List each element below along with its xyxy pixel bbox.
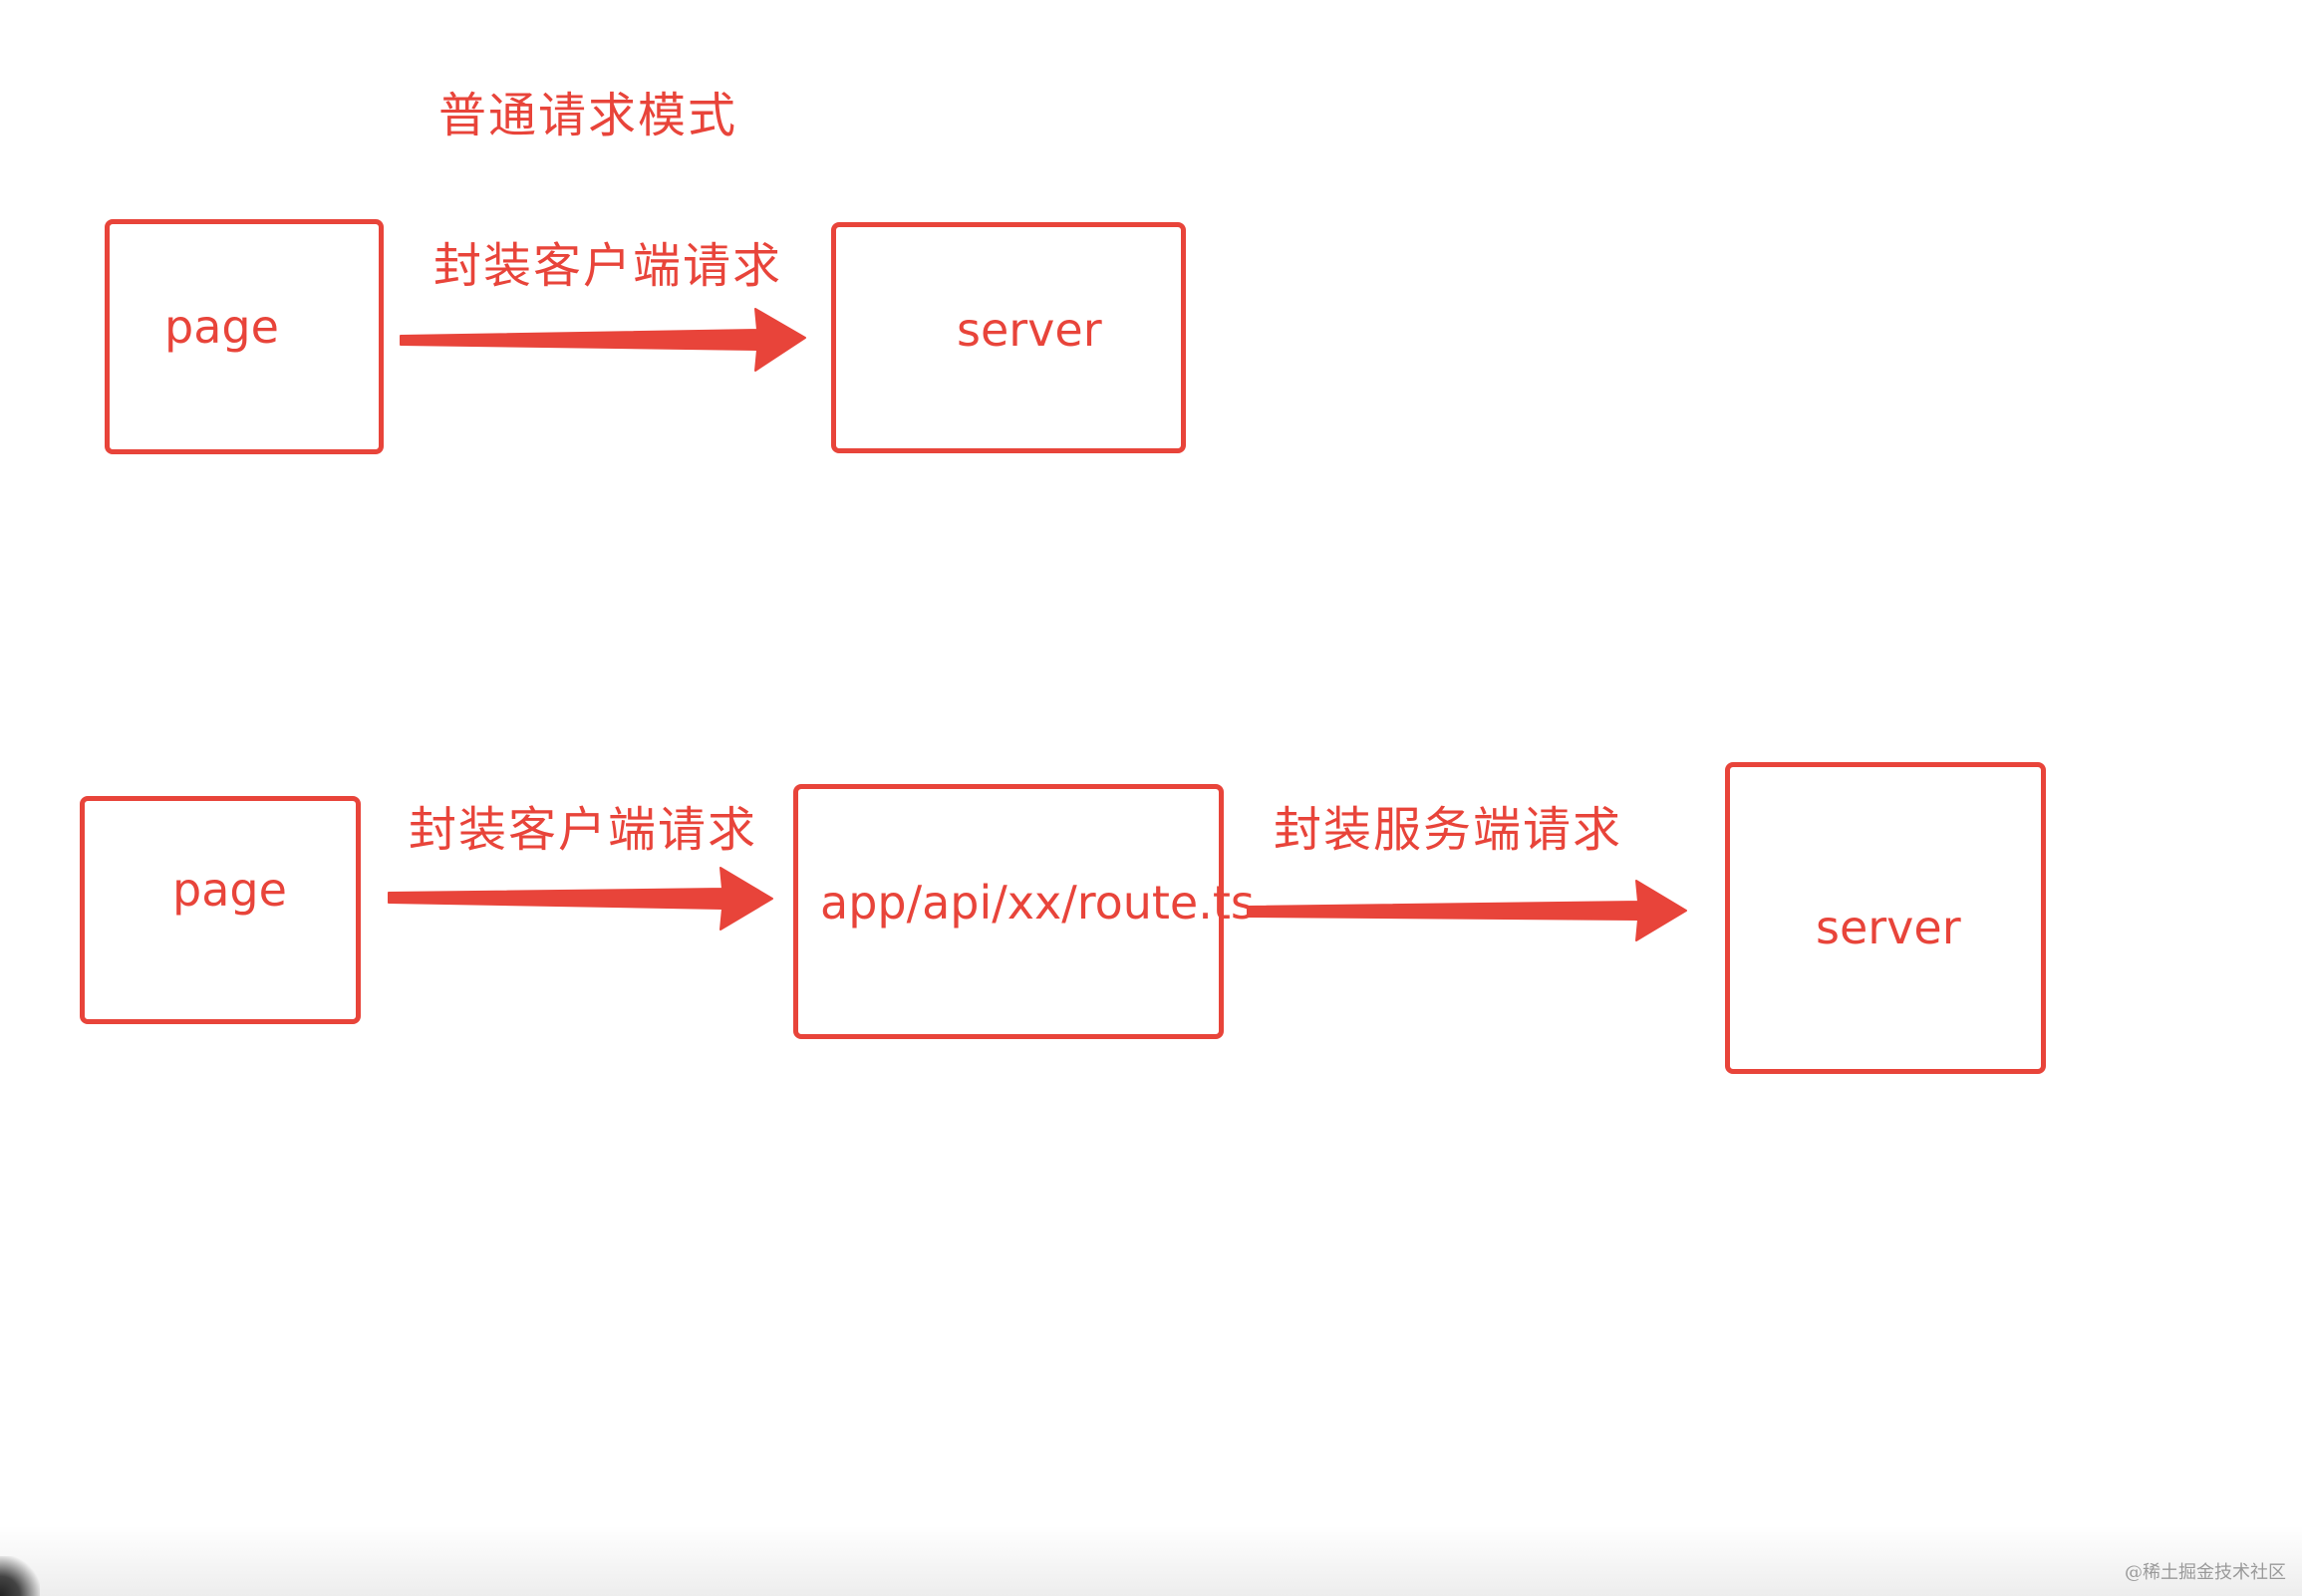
flow-two-page-box [80,796,361,1024]
flow-two-edge-one-label: 封装客户端请求 [409,802,758,858]
flow-two-edge-two-label: 封装服务端请求 [1274,802,1623,858]
section-title: 普通请求模式 [438,88,738,143]
flow-one-page-label: page [164,300,279,354]
bottom-edge-shadow [0,1526,2302,1596]
flow-two-route-label: app/api/xx/route.ts [820,876,1255,930]
watermark: @稀土掘金技术社区 [2125,1562,2286,1583]
flow-two-server-label: server [1816,901,1961,954]
flow-one-server-label: server [957,303,1102,357]
flow-two-route-box [793,784,1224,1039]
flow-one-server-box [831,222,1186,453]
corner-shadow [0,1556,40,1596]
flow-two-page-label: page [172,863,287,917]
flow-one-edge-label: 封装客户端请求 [433,238,783,294]
flow-two-server-box [1725,762,2046,1074]
flow-one-page-box [105,219,384,454]
